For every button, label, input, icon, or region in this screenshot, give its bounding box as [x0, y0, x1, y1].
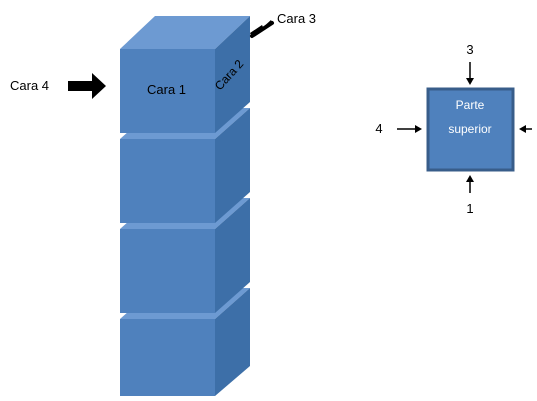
top-view-number-1: 1 [466, 201, 473, 216]
top-view-number-4: 4 [375, 121, 382, 136]
face-label-cara-1: Cara 1 [147, 82, 186, 97]
top-view-arrow-4-head [415, 125, 422, 133]
block-1-side-face [215, 16, 250, 133]
block-4-side-face [215, 288, 250, 396]
cara-3-pointer-line [250, 21, 274, 38]
top-view-label-line2: superior [448, 122, 491, 136]
block-3-side-face [215, 198, 250, 313]
top-view-arrow-3-head [466, 78, 474, 85]
block-4-front-face [120, 319, 215, 396]
top-view-arrow-1-head [466, 175, 474, 182]
block-1-top-face [120, 16, 250, 49]
block-2-side-face [215, 108, 250, 223]
block-2-front-face [120, 139, 215, 223]
top-view: Parte superior 3 4 1 [375, 42, 532, 216]
block-3-front-face [120, 229, 215, 313]
face-label-cara-3: Cara 3 [277, 11, 316, 26]
block-1-front-face [120, 49, 215, 133]
face-label-cara-4: Cara 4 [10, 78, 49, 93]
top-view-number-3: 3 [466, 42, 473, 57]
cara-4-arrow [68, 73, 106, 99]
top-view-box [426, 87, 515, 172]
top-view-label-line1: Parte [456, 98, 485, 112]
stack-block-1 [120, 16, 250, 133]
top-view-arrow-right-head [519, 125, 526, 133]
